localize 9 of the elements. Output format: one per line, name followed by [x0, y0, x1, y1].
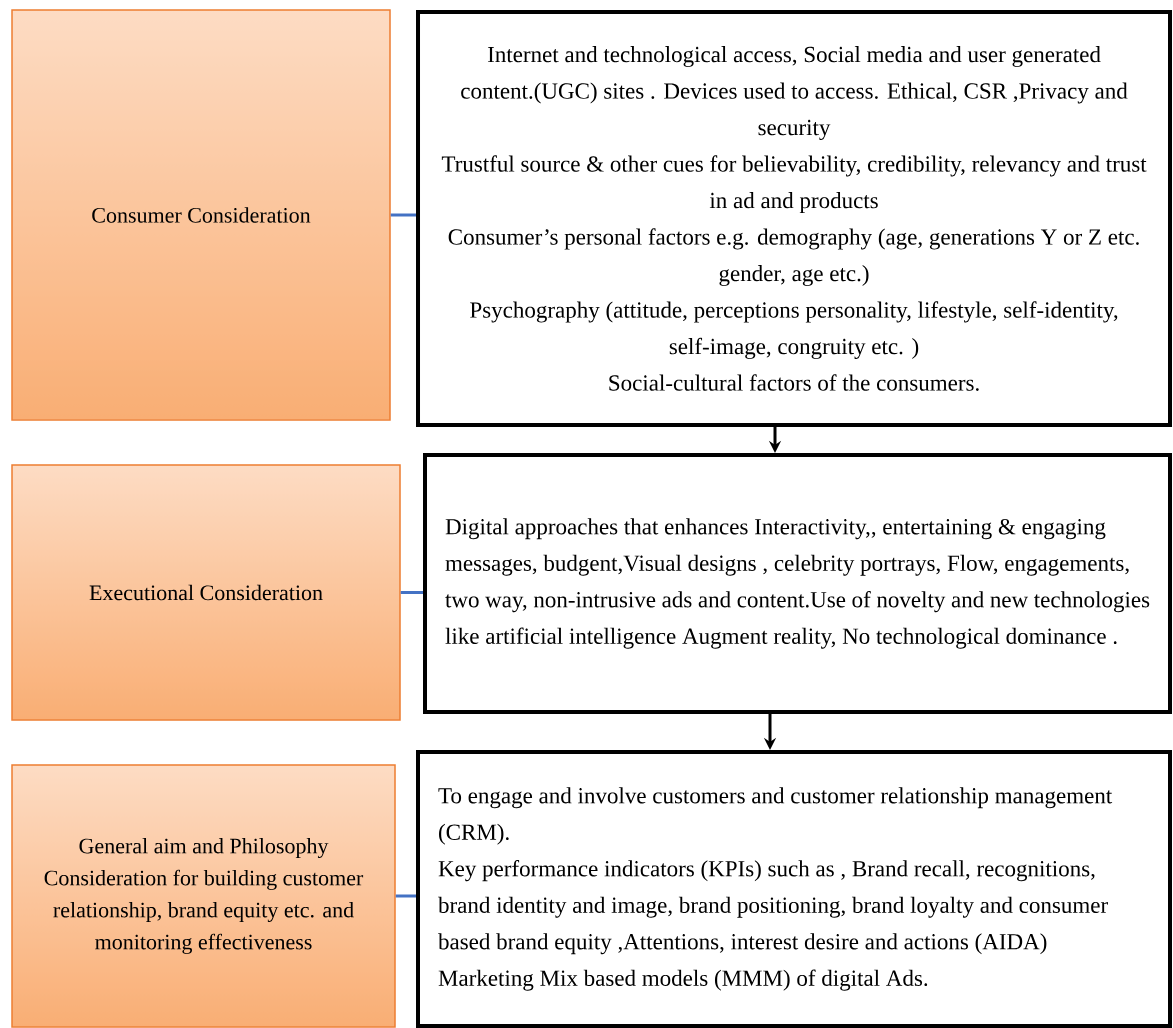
description-box: Internet and technological access, Social media and user generated content.(UGC) sites . Devices used to access. Ethical, CSR ,Privacy and security Trustful source & other cues for believability, credibility, relevancy and trust in ad and products Consumer’s personal factors e.g. demography (age, generations Y or Z etc. gender, age etc.) Psychography (attitude, perceptions personality, lifestyle, self-identity, self-image, congruity etc. ) Social-cultural factors of the consumers.: [416, 10, 1172, 427]
connector-line: [390, 213, 416, 217]
category-box: Consumer Consideration: [11, 9, 391, 421]
connector-line: [395, 894, 416, 898]
category-box: General aim and Philosophy Consideration for building customer relationship, brand equity etc. and monitoring effectiveness: [11, 764, 396, 1028]
connector-line: [400, 591, 423, 594]
description-box: Digital approaches that enhances Interactivity,, entertaining & engaging messages, budgent,Visual designs , celebrity portrays, Flow, engagements, two way, non-intrusive ads and content.Use of novelty and new technologies like artificial intelligence Augment reality, No technological dominance .: [423, 453, 1172, 714]
description-box: To engage and involve customers and customer relationship management (CRM). Key performance indicators (KPIs) such as , Brand recall, recognitions, brand identity and image, brand positioning, brand loyalty and consumer based brand equity ,Attentions, interest desire and actions (AIDA) Marketing Mix based models (MMM) of digital Ads.: [416, 750, 1172, 1028]
category-box: Executional Consideration: [11, 464, 401, 721]
